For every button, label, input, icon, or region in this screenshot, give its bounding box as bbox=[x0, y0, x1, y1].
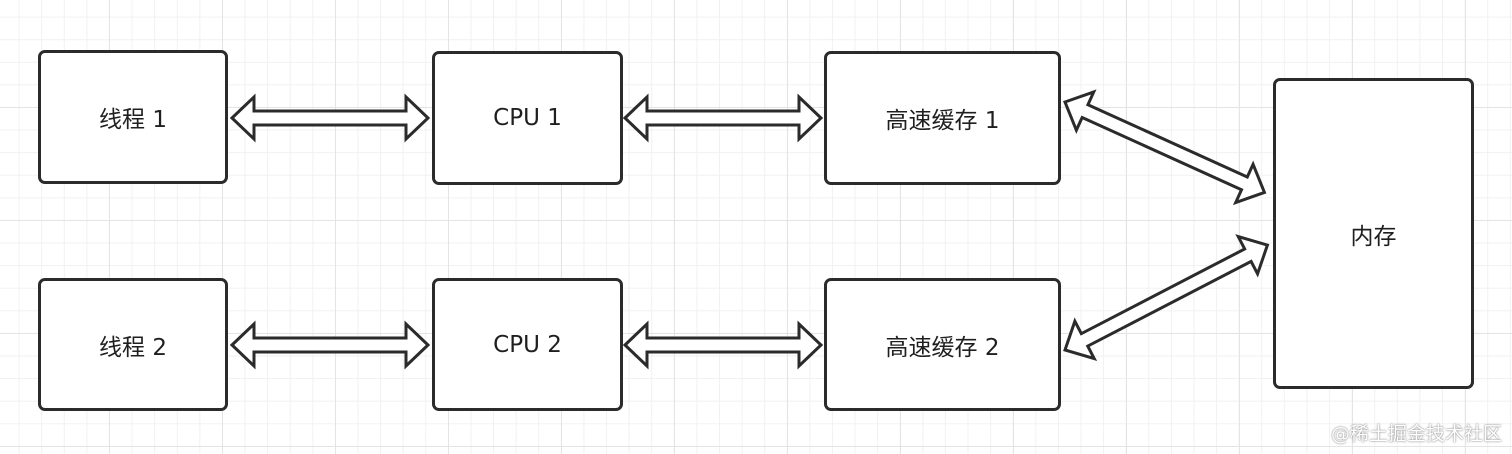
cpu-1-label: CPU 1 bbox=[493, 105, 562, 131]
cache-2-label: 高速缓存 2 bbox=[885, 334, 1000, 361]
memory-label: 内存 bbox=[1350, 223, 1397, 250]
thread-1-box: 线程 1 bbox=[38, 50, 228, 184]
arrow-cpu1-cache1 bbox=[622, 93, 824, 143]
cache-2-box: 高速缓存 2 bbox=[824, 278, 1061, 411]
cache-1-box: 高速缓存 1 bbox=[824, 51, 1061, 185]
cpu-1-box: CPU 1 bbox=[432, 51, 623, 185]
thread-2-box: 线程 2 bbox=[38, 278, 228, 411]
memory-box: 内存 bbox=[1273, 78, 1474, 389]
thread-2-label: 线程 2 bbox=[99, 334, 167, 361]
arrow-cache1-memory bbox=[1063, 89, 1267, 206]
arrow-thread1-cpu1 bbox=[229, 93, 431, 143]
watermark: @稀土掘金技术社区 bbox=[1330, 423, 1502, 445]
arrow-cache2-memory bbox=[1063, 234, 1270, 361]
thread-1-label: 线程 1 bbox=[99, 107, 167, 133]
cache-1-label: 高速缓存 1 bbox=[885, 108, 1000, 134]
arrow-cpu2-cache2 bbox=[622, 320, 824, 370]
cpu-2-label: CPU 2 bbox=[493, 331, 562, 358]
cpu-2-box: CPU 2 bbox=[432, 278, 623, 411]
arrow-thread2-cpu2 bbox=[229, 320, 431, 370]
